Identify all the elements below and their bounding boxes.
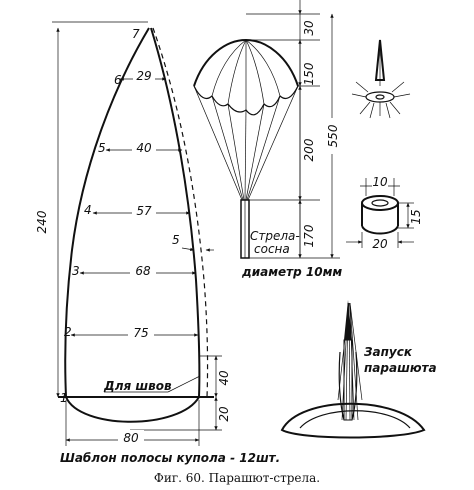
svg-text:75: 75 [133,326,148,340]
seam-height-label: 40 [217,370,231,386]
svg-text:29: 29 [136,69,151,83]
point-6: 6 [114,73,122,87]
gore-left-edge [64,27,150,398]
launch-illustration: Запуск парашюта [280,300,437,439]
dim-15: 15 [409,209,423,224]
width-57: 57 [92,203,191,218]
width-75: 75 [70,325,199,340]
launch-label-2: парашюта [364,361,437,375]
gore-template: 240 7 6 5 4 3 2 1 29 40 57 68 [35,21,280,465]
offset-5: 5 [172,233,214,252]
dim-150: 150 [302,62,316,85]
arc-height-label: 20 [217,406,231,422]
point-1: 1 [60,391,68,405]
width-68: 68 [79,263,197,278]
arrow-label-1: Стрела- [250,229,300,243]
arrow-label-2: сосна [254,242,290,256]
svg-text:40: 40 [136,141,152,155]
svg-text:Для швов: Для швов [103,379,172,393]
point-5: 5 [98,141,106,155]
parachute: 30 150 200 170 550 Стрела- сосна диаметр… [193,0,342,279]
arrow-tip-icon [351,39,411,119]
point-3: 3 [72,264,80,278]
svg-text:57: 57 [136,204,152,218]
point-4: 4 [84,203,92,217]
dim-10: 10 [372,175,388,189]
width-29: 29 [119,69,167,83]
width-80: 80 [65,400,200,446]
dim-170: 170 [302,224,316,247]
seam-label: Для швов [103,375,201,393]
canopy-gore-lines [211,39,281,110]
svg-text:80: 80 [123,431,139,445]
dim-550: 550 [326,124,340,147]
diameter-label: диаметр 10мм [241,265,342,279]
svg-text:5: 5 [172,233,180,247]
dim-30: 30 [302,20,316,36]
width-40: 40 [105,140,183,155]
svg-text:68: 68 [135,264,151,278]
height-label: 240 [35,210,49,233]
point-2: 2 [64,325,72,339]
gore-right-edge [150,27,201,398]
figure-caption: Фиг. 60. Парашют-стрела. [154,471,320,485]
launch-label-1: Запуск [364,345,413,359]
suspension-lines [193,85,299,201]
gore-bottom-arc [65,396,200,423]
gore-seam-allowance [152,27,209,398]
template-caption: Шаблон полосы купола - 12шт. [60,451,280,465]
dim-200: 200 [302,138,316,161]
dim-20: 20 [372,237,388,251]
point-7: 7 [132,27,140,41]
tube-detail: 10 15 20 [346,175,423,251]
